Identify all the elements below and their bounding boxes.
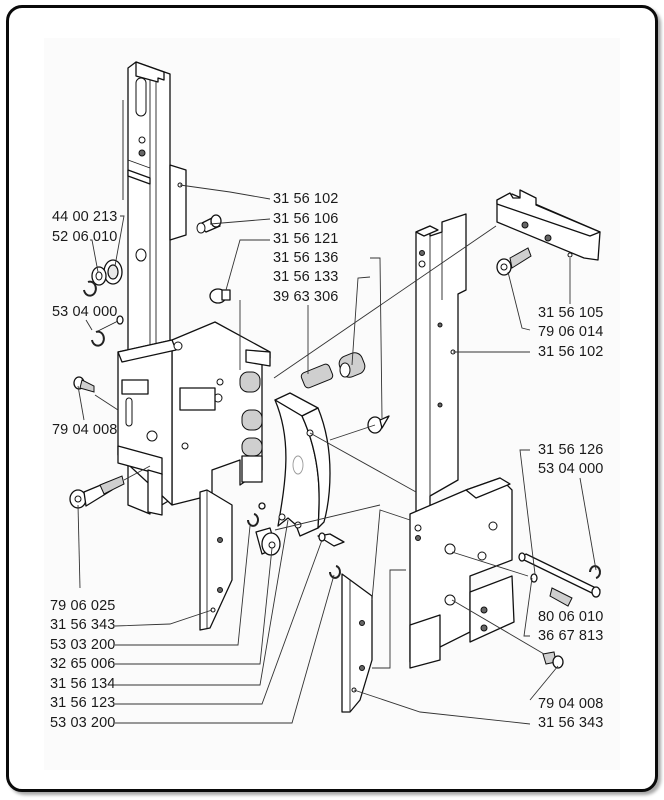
part-label-79-04-008-right: 79 04 008 xyxy=(538,696,604,712)
blade-31-56-343-left xyxy=(199,489,233,631)
spring-80-06-010 xyxy=(549,587,573,607)
part-label-44-00-213: 44 00 213 xyxy=(52,209,118,225)
part-label-31-56-136: 31 56 136 xyxy=(273,250,339,266)
part-label-31-56-106: 31 56 106 xyxy=(273,211,339,227)
shaft-31-56-126 xyxy=(518,552,601,598)
circlip-53-03-200-a xyxy=(247,513,259,527)
part-label-52-06-010: 52 06 010 xyxy=(52,229,118,245)
roller-32-65-006 xyxy=(255,527,281,556)
part-label-31-56-102-right: 31 56 102 xyxy=(538,344,604,360)
clamp-bar-31-56-105 xyxy=(496,189,601,261)
pin-stub xyxy=(116,315,124,325)
part-label-53-03-200-b: 53 03 200 xyxy=(50,715,116,731)
part-label-31-56-133: 31 56 133 xyxy=(273,269,339,285)
circlip-53-04-000 xyxy=(91,330,105,347)
lever-31-56-134 xyxy=(274,392,331,537)
right-body-block xyxy=(409,477,515,669)
part-label-31-56-121: 31 56 121 xyxy=(273,231,339,247)
screw-79-04-008-right xyxy=(542,651,564,669)
part-label-36-67-813: 36 67 813 xyxy=(538,628,604,644)
part-label-39-63-306: 39 63 306 xyxy=(273,289,339,305)
part-label-31-56-105: 31 56 105 xyxy=(538,305,604,321)
part-label-31-56-134: 31 56 134 xyxy=(50,676,116,692)
part-label-80-06-010: 80 06 010 xyxy=(538,609,604,625)
part-label-53-03-200: 53 03 200 xyxy=(50,637,116,653)
part-label-31-56-343: 31 56 343 xyxy=(50,617,116,633)
part-label-53-04-000: 53 04 000 xyxy=(52,304,118,320)
part-label-31-56-343-right: 31 56 343 xyxy=(538,715,604,731)
part-label-79-06-025: 79 06 025 xyxy=(50,598,116,614)
screw-79-06-025 xyxy=(69,475,125,509)
bearing-bore xyxy=(135,248,147,262)
spring-39-63-306 xyxy=(300,363,334,389)
circlip-upper xyxy=(83,280,97,297)
threaded-rollers xyxy=(239,349,271,483)
pin-stub-2 xyxy=(258,502,266,510)
blade-31-56-343-right xyxy=(341,573,373,713)
part-label-79-06-014: 79 06 014 xyxy=(538,324,604,340)
sleeve-36-67-813 xyxy=(530,573,538,583)
part-label-32-65-006: 32 65 006 xyxy=(50,656,116,672)
circlip-53-03-200-b xyxy=(329,565,341,579)
part-label-79-04-008: 79 04 008 xyxy=(52,422,118,438)
screw-79-06-014 xyxy=(496,247,532,276)
pin-31-56-123 xyxy=(317,532,345,547)
knob-31-56-121 xyxy=(209,288,231,304)
bearing-44-00-213 xyxy=(103,259,123,285)
pin-31-56-106 xyxy=(196,214,222,234)
part-label-53-04-000-right: 53 04 000 xyxy=(538,461,604,477)
washer-52-06-010 xyxy=(91,266,107,286)
part-label-31-56-123: 31 56 123 xyxy=(50,695,116,711)
leader-lines xyxy=(77,184,597,725)
part-label-31-56-102: 31 56 102 xyxy=(273,191,339,207)
part-label-31-56-126: 31 56 126 xyxy=(538,442,604,458)
right-rail-31-56-102 xyxy=(415,213,467,521)
screw-79-04-008-left xyxy=(73,376,95,393)
circlip-53-04-000-right xyxy=(589,565,601,579)
pin-31-56-136 xyxy=(367,415,390,434)
